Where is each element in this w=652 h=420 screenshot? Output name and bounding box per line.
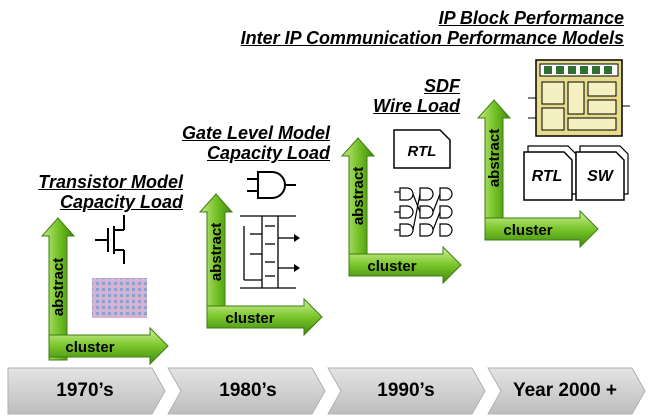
cluster-arrow-1980s (206, 297, 323, 337)
era-shape-1990s (327, 367, 486, 415)
gate-schematic-icon (240, 215, 296, 289)
arrow-group-2000 (476, 59, 630, 249)
rtl-label-2000: RTL (532, 168, 563, 185)
era-shape-2000 (487, 367, 646, 415)
cluster-arrow-1970s (48, 326, 169, 366)
title-2000-line2: Inter IP Communication Performance Model… (240, 28, 624, 48)
cluster-label-1990s: cluster (367, 258, 416, 275)
era-shape-1980s (167, 367, 326, 415)
gate-array-icon (394, 187, 453, 237)
transistor-icon (95, 215, 125, 264)
arrow-group-1980s (198, 171, 323, 337)
title-1980s: Gate Level Model Capacity Load (155, 123, 330, 163)
title-1980s-line1: Gate Level Model (181, 123, 330, 143)
title-1980s-line2: Capacity Load (206, 143, 330, 163)
era-shape-1970s (7, 367, 166, 415)
title-1990s-line2: Wire Load (373, 96, 460, 116)
and-gate-icon (247, 171, 296, 199)
arrow-group-1990s (340, 129, 462, 285)
arrow-group-1970s (40, 215, 169, 366)
title-2000-line1: IP Block Performance (438, 8, 624, 28)
title-1970s-line2: Capacity Load (59, 192, 183, 212)
schematic-arrow-2 (294, 264, 300, 272)
title-1970s-line1: Transistor Model (38, 172, 183, 192)
abstract-label-1990s: abstract (350, 167, 367, 225)
rtl-document-icon-2000 (523, 151, 573, 201)
era-bar (7, 367, 646, 415)
cluster-arrow-1990s (348, 245, 462, 285)
title-1990s-line1: SDF (424, 76, 460, 96)
era-label-1970s: 1970’s (56, 380, 114, 401)
schematic-arrow-1 (294, 234, 300, 242)
title-2000: IP Block Performance Inter IP Communicat… (150, 8, 624, 48)
era-label-1990s: 1990’s (377, 380, 435, 401)
rtl-document-icon-1990s (393, 129, 451, 169)
era-label-2000: Year 2000 + (512, 380, 618, 401)
abstract-arrow-1980s (198, 193, 234, 323)
abstract-label-1970s: abstract (50, 258, 67, 316)
abstract-label-2000: abstract (486, 129, 503, 187)
rtl-label-1990s: RTL (408, 143, 437, 160)
abstract-arrow-1990s (340, 137, 376, 263)
cluster-label-2000: cluster (503, 222, 552, 239)
transistor-layout-image (92, 278, 147, 318)
cluster-label-1980s: cluster (225, 310, 274, 327)
abstract-arrow-2000 (476, 99, 512, 227)
title-1990s: SDF Wire Load (360, 76, 460, 116)
era-label-1980s: 1980’s (219, 380, 277, 401)
sw-document-icon (575, 151, 625, 201)
abstract-label-1980s: abstract (208, 223, 225, 281)
title-1970s: Transistor Model Capacity Load (8, 172, 183, 212)
cluster-arrow-2000 (484, 209, 599, 249)
sw-label-2000: SW (587, 168, 615, 185)
cluster-label-1970s: cluster (65, 339, 114, 356)
soc-block-diagram (528, 59, 630, 137)
